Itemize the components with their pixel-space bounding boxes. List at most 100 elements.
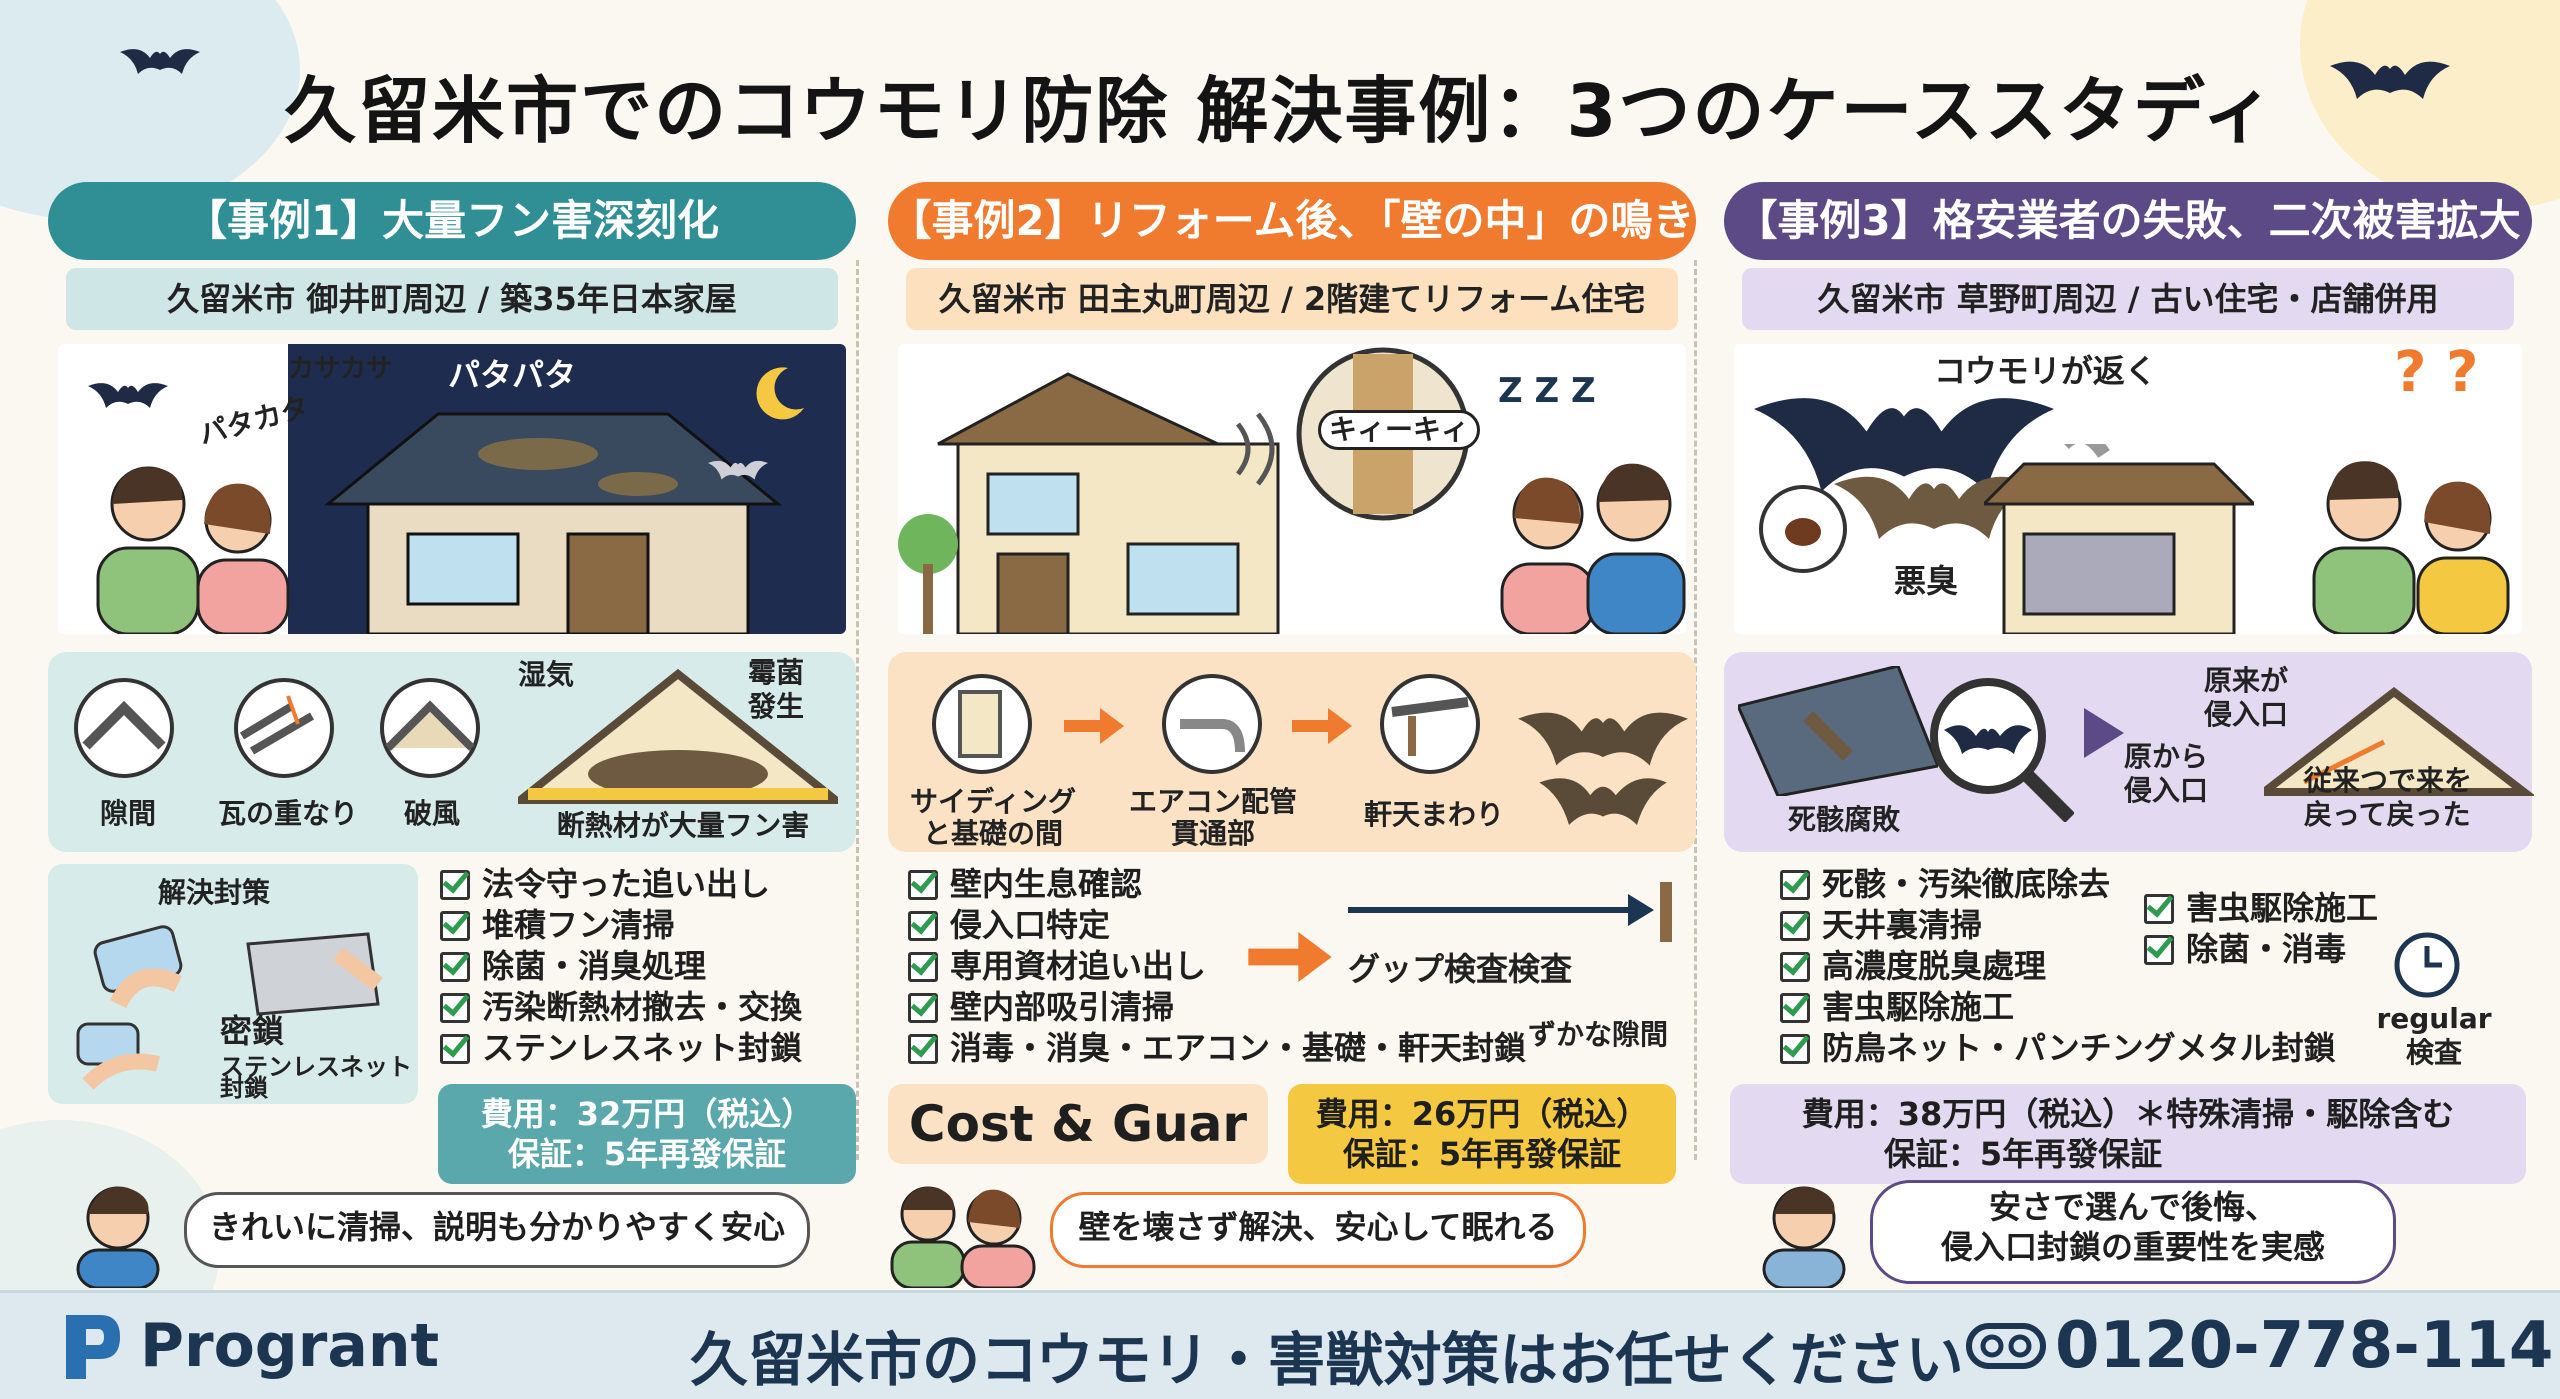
entry-eave-label: 軒天まわり — [1363, 798, 1504, 831]
from-entry-label-1: 原から — [2124, 740, 2209, 773]
checkbox-icon — [908, 951, 938, 982]
case2-cost: 費用：26万円（税込） — [1315, 1095, 1649, 1133]
sound-patapata: パタパタ — [448, 356, 577, 394]
tree-icon — [898, 514, 958, 634]
case3-location: 久留米市 草野町周辺 / 古い住宅・店舗併用 — [1742, 268, 2514, 330]
regular-inspection-label-1: regular — [2376, 1002, 2492, 1035]
seal-hand-icon — [76, 1022, 160, 1090]
check-item: 除菌・消臭処理 — [440, 946, 802, 987]
sleepless-zzz: Z Z Z — [1498, 371, 1596, 411]
arrow-right-icon — [1292, 708, 1352, 744]
phone-number-link[interactable]: 0120-778-114 — [2055, 1309, 2554, 1383]
check-item: 壁内部吸引清掃 — [908, 987, 1526, 1028]
check-item: 侵入口特定 — [908, 905, 1526, 946]
case2-entry-diagram: サイディングと基礎の間 エアコン配管貫通部 軒天まわり — [888, 652, 1696, 852]
case2-heading: 【事例2】リフォーム後、「壁の中」の鳴き声 — [888, 182, 1696, 323]
case3-quote-line-1: 安さで選んで後悔、 — [1988, 1188, 2277, 1226]
aircon-pipe-icon — [1162, 674, 1262, 774]
case1-solution-panel: 解決封策 密鎖 ステンレスネット 封鎖 — [48, 864, 418, 1104]
case3-heading: 【事例3】格安業者の失敗、二次被害拡大 — [1724, 182, 2532, 260]
shop-house-illustration — [1984, 444, 2254, 634]
returned-label-2: 戻って戻った — [2304, 798, 2471, 831]
checkbox-icon — [440, 992, 470, 1023]
siding-icon — [932, 674, 1032, 774]
attic-droppings-illustration — [518, 668, 838, 804]
check-item: 壁内生息確認 — [908, 864, 1526, 905]
page-title: 久留米市でのコウモリ防除 解決事例：3つのケーススタディ — [284, 69, 2276, 153]
entry-gap-label: 隙間 — [99, 797, 156, 830]
returned-label-1: 従来つで来を — [2304, 764, 2473, 797]
case2-cost-box: 費用：26万円（税込） 保証：5年再發保証 — [1288, 1084, 1676, 1184]
case1-entry-diagram: 隙間 瓦の重なり 破風 湿気 霉菌 發生 断熱材が大量フン害 — [48, 652, 856, 852]
case2-warranty: 保証：5年再發保証 — [1342, 1135, 1622, 1173]
sound-wave-icon — [1235, 412, 1275, 486]
family-avatar — [890, 1186, 1036, 1288]
bat-icon — [88, 383, 168, 408]
mold-label-1: 霉菌 — [748, 656, 805, 689]
smell-label: 悪臭 — [1894, 562, 1959, 600]
check-item: 害虫駆除施工 — [1780, 987, 2336, 1028]
check-item: 堆積フン清掃 — [440, 905, 802, 946]
confused-couple-avatar — [2312, 461, 2510, 634]
orig-entry-label-1: 原来が — [2204, 664, 2289, 697]
case1-cost: 費用：32万円（税込） — [480, 1095, 814, 1133]
case1-column: 【事例1】大量フン害深刻化 久留米市 御井町周辺 / 築35年日本家屋 カサカサ… — [48, 182, 856, 1288]
seal-label: 密鎖 — [220, 1012, 285, 1050]
case1-cost-box: 費用：32万円（税込） 保証：5年再發保証 — [438, 1084, 856, 1184]
cost-banner: Cost & Guar — [888, 1084, 1268, 1164]
arrow-right-icon — [1248, 932, 1332, 982]
case3-warranty: 保証：5年再發保証 — [1883, 1135, 2163, 1173]
tick-insect-icon — [1759, 485, 1847, 573]
checkbox-icon — [908, 869, 938, 900]
cleaning-hand-icon — [93, 925, 183, 1009]
corpse-decay-label: 死骸腐敗 — [1787, 803, 1900, 836]
bat-icon — [1518, 712, 1688, 825]
customer-avatar — [1762, 1186, 1846, 1288]
checkbox-icon — [2144, 893, 2174, 924]
gap-inspection-label: グップ検査検査 — [1348, 950, 1573, 988]
checkbox-icon — [1780, 1033, 1810, 1064]
worried-couple-avatar — [96, 466, 290, 634]
case3-entry-diagram: 死骸腐敗 原来が 侵入口 原から 侵入口 従来つで来を 戻って戻った — [1724, 652, 2534, 852]
gable-icon — [380, 678, 480, 778]
checkbox-icon — [908, 1033, 938, 1064]
eave-icon — [1380, 674, 1480, 774]
checkbox-icon — [2144, 934, 2174, 965]
net-label-2: 封鎖 — [220, 1074, 268, 1102]
free-dial-icon — [1966, 1323, 2046, 1369]
confused-question-marks: ? ? — [2394, 344, 2479, 405]
case3-column: 【事例3】格安業者の失敗、二次被害拡大 久留米市 草野町周辺 / 古い住宅・店舗… — [1724, 182, 2534, 1288]
large-bat-icon — [1754, 398, 2054, 492]
play-triangle-icon — [2084, 708, 2124, 758]
two-story-house-illustration — [937, 372, 1280, 634]
magnifier-bat-icon — [1930, 678, 2074, 822]
checkbox-icon — [440, 951, 470, 982]
check-item: 消毒・消臭・エアコン・基礎・軒天封鎖 — [908, 1028, 1526, 1069]
check-item: 防鳥ネット・パンチングメタル封鎖 — [1780, 1028, 2336, 1069]
case1-location: 久留米市 御井町周辺 / 築35年日本家屋 — [66, 268, 838, 330]
case3-illustration: コウモリが返く 悪臭 ? ? — [1734, 344, 2522, 634]
checkbox-icon — [1780, 951, 1810, 982]
case3-checklist-b: 害虫駆除施工 除菌・消毒 — [2144, 888, 2378, 970]
tiny-gap-label: ずかな隙間 — [1528, 1018, 1669, 1051]
footer: Progrant 久留米市のコウモリ・害獣対策はお任せください 0120-778… — [0, 1290, 2560, 1399]
checkbox-icon — [1780, 992, 1810, 1023]
attic-label: 断熱材が大量フン害 — [556, 809, 810, 842]
house-roof-illustration — [323, 412, 783, 634]
checkbox-icon — [440, 869, 470, 900]
title-bat-icon-right — [2330, 61, 2450, 99]
footer-tagline: 久留米市のコウモリ・害獣対策はお任せください — [690, 1326, 1964, 1394]
case1-heading: 【事例1】大量フン害深刻化 — [48, 182, 856, 260]
entry-aircon-label: エアコン配管貫通部 — [1128, 785, 1297, 850]
check-item: 死骸・汚染徹底除去 — [1780, 864, 2336, 905]
gap-icon — [74, 678, 174, 778]
regular-inspection-label-2: 検査 — [2405, 1036, 2462, 1069]
entry-gable-label: 破風 — [403, 797, 460, 830]
case3-quote-line-2: 侵入口封鎖の重要性を実感 — [1940, 1228, 2325, 1266]
checkbox-icon — [1780, 869, 1810, 900]
checkbox-icon — [440, 1033, 470, 1064]
case2-testimonial: 壁を壊さず解決、安心して眠れる — [1050, 1192, 1586, 1268]
stainless-net-icon — [246, 932, 383, 1016]
checkbox-icon — [1780, 910, 1810, 941]
check-item: 天井裏清掃 — [1780, 905, 2336, 946]
